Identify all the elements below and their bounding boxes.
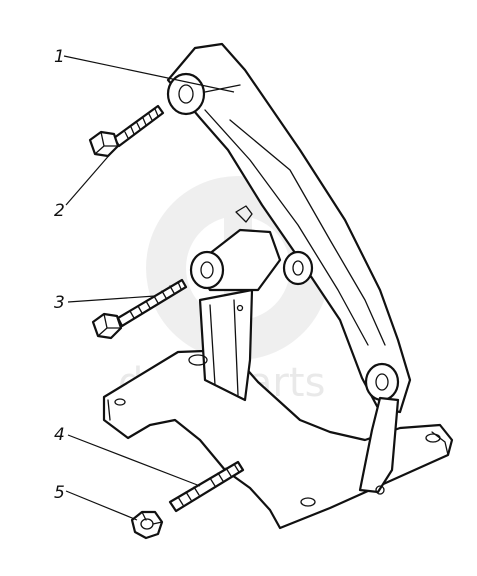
callout-1: 1 xyxy=(54,47,65,67)
leader-line-5 xyxy=(65,490,138,521)
callout-3: 3 xyxy=(54,293,65,313)
leader-line-2 xyxy=(65,151,113,206)
leader-line-4 xyxy=(67,434,201,487)
leader-line-3 xyxy=(67,295,156,303)
bolt-part-2 xyxy=(88,104,165,158)
bracket-part-1 xyxy=(102,42,454,530)
callout-2: 2 xyxy=(54,201,65,221)
bolt-part-3 xyxy=(91,278,188,340)
stud-part-4 xyxy=(168,460,245,513)
callout-4: 4 xyxy=(54,425,65,445)
callout-5: 5 xyxy=(54,483,65,503)
leader-line-1 xyxy=(63,55,235,93)
nut-part-5 xyxy=(130,510,164,540)
